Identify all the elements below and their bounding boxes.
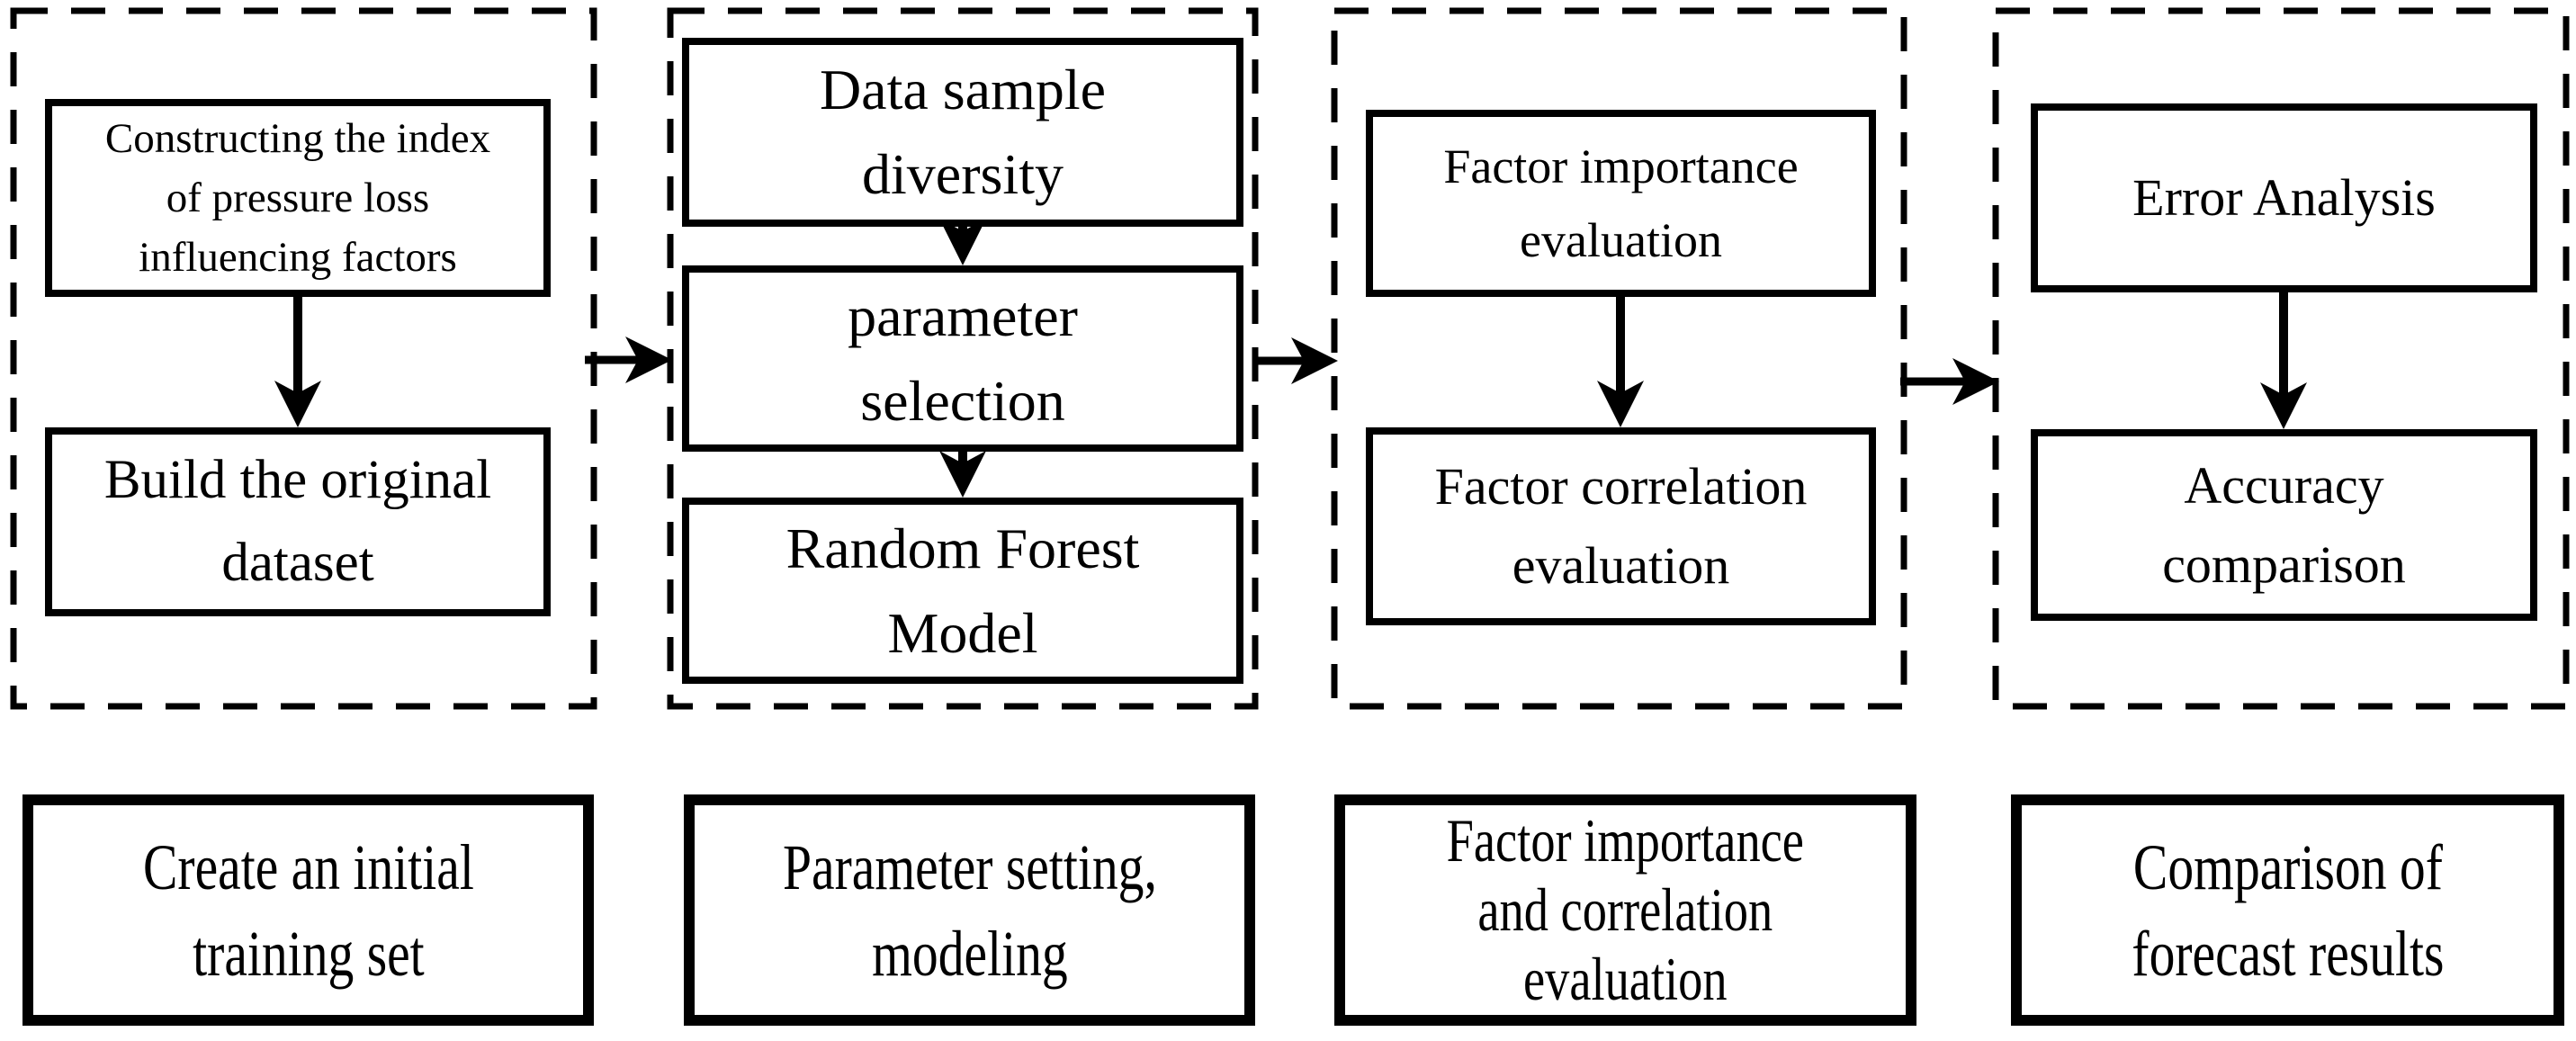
step-label: Factor correlation evaluation — [1434, 457, 1808, 595]
step-label: Constructing the index of pressure loss … — [104, 115, 491, 281]
step-box-parameter-selection: parameter selection — [682, 265, 1243, 452]
summary-box-parameter-setting-modeling: Parameter setting, modeling — [684, 794, 1255, 1026]
arrow-stage2-to-stage3 — [1252, 337, 1338, 384]
step-box-data-sample-diversity: Data sample diversity — [682, 38, 1243, 227]
step-box-random-forest-model: Random Forest Model — [682, 498, 1243, 684]
step-label: Data sample diversity — [819, 58, 1107, 206]
step-label: Error Analysis — [2132, 168, 2436, 227]
summary-box-create-initial-training-set: Create an initial training set — [22, 794, 594, 1026]
step-box-factor-importance-evaluation: Factor importance evaluation — [1366, 110, 1876, 297]
arrow-parameter-to-model — [939, 451, 986, 498]
step-box-constructing-index: Constructing the index of pressure loss … — [45, 99, 551, 297]
step-box-accuracy-comparison: Accuracy comparison — [2031, 429, 2537, 621]
step-label: Accuracy comparison — [2162, 455, 2406, 594]
step-box-build-original-dataset: Build the original dataset — [45, 427, 551, 616]
step-label: parameter selection — [848, 283, 1078, 433]
step-box-error-analysis: Error Analysis — [2031, 103, 2537, 292]
summary-label: Create an initial training set — [142, 830, 474, 990]
summary-label: Factor importance and correlation evalua… — [1446, 806, 1805, 1013]
arrow-stage1-to-stage2 — [585, 337, 672, 383]
step-label: Factor importance evaluation — [1443, 139, 1799, 267]
step-box-factor-correlation-evaluation: Factor correlation evaluation — [1366, 427, 1876, 625]
arrow-error-to-accuracy — [2260, 292, 2307, 429]
arrow-importance-to-correlation — [1597, 297, 1644, 427]
step-label: Random Forest Model — [785, 516, 1140, 665]
step-label: Build the original dataset — [103, 450, 492, 593]
arrow-constructing-to-build — [274, 297, 321, 427]
summary-label: Comparison of forecast results — [2131, 830, 2445, 990]
arrow-stage3-to-stage4 — [1900, 358, 1999, 405]
summary-box-importance-correlation-evaluation: Factor importance and correlation evalua… — [1334, 794, 1916, 1026]
summary-box-comparison-forecast-results: Comparison of forecast results — [2011, 794, 2564, 1026]
arrow-diversity-to-parameter — [939, 219, 986, 265]
summary-label: Parameter setting, modeling — [782, 830, 1157, 990]
